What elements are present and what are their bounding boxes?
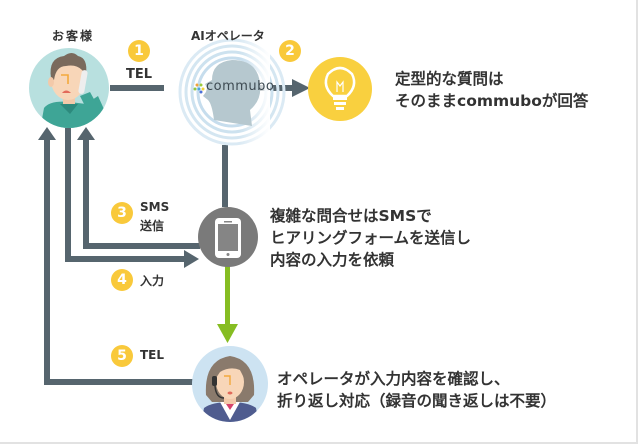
sms-form-line1: 複雑な問合せはSMSで <box>270 207 432 225</box>
customer-label: お客様 <box>52 29 95 43</box>
step3-label-line1: SMS <box>140 200 170 214</box>
step-badge-5: 5 <box>111 345 133 367</box>
arrow-phone-to-operator <box>217 264 238 343</box>
arrow-step5-tel <box>38 127 196 385</box>
arrow-step2 <box>258 79 310 97</box>
auto-answer-line2: そのままcommuboが回答 <box>395 92 589 110</box>
step-badge-4: 4 <box>111 269 133 291</box>
tel-line-step1 <box>110 85 164 91</box>
arrow-step4-input <box>65 128 199 268</box>
arrow-step3-sms <box>77 127 200 249</box>
smartphone-icon <box>198 207 258 267</box>
step-badge-2: 2 <box>279 40 301 62</box>
operator-headset-icon <box>192 346 268 422</box>
step-badge-3: 3 <box>111 202 133 224</box>
sms-form-line3: 内容の入力を依頼 <box>270 251 395 269</box>
step-badge-1: 1 <box>128 40 150 62</box>
ai-operator-label: AIオペレータ <box>191 29 265 43</box>
sms-form-description: 複雑な問合せはSMSで ヒアリングフォームを送信し 内容の入力を依頼 <box>270 205 471 271</box>
step5-label: TEL <box>140 348 165 362</box>
commubo-logo-icon <box>193 83 205 94</box>
step4-label: 入力 <box>140 274 165 288</box>
step3-label-line2: 送信 <box>140 219 165 233</box>
lightbulb-icon <box>308 57 372 121</box>
step1-label: TEL <box>126 67 153 82</box>
customer-on-phone-icon <box>29 48 109 128</box>
ai-head-icon <box>178 30 286 150</box>
ai-to-phone-line <box>222 145 228 207</box>
sms-form-line2: ヒアリングフォームを送信し <box>270 229 472 247</box>
callback-line1: オペレータが入力内容を確認し、 <box>277 370 510 388</box>
commubo-logo-text: commubo <box>206 79 275 94</box>
callback-description: オペレータが入力内容を確認し、 折り返し対応（録音の聞き返しは不要） <box>277 368 556 412</box>
auto-answer-line1: 定型的な質問は <box>395 70 504 88</box>
auto-answer-description: 定型的な質問は そのままcommuboが回答 <box>395 68 588 112</box>
callback-line2: 折り返し対応（録音の聞き返しは不要） <box>277 392 557 410</box>
